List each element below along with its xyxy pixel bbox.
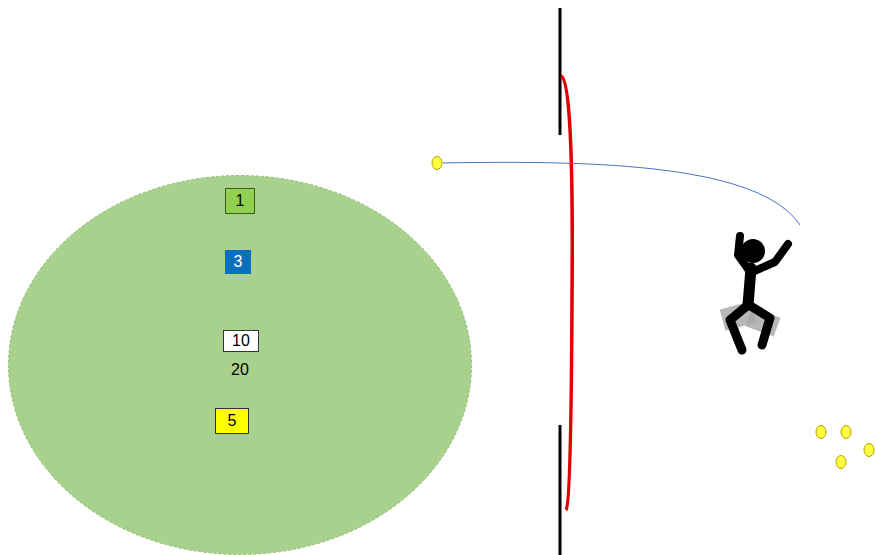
score-number: 10 — [223, 330, 259, 352]
outer-ring: 20 10 5 3 1 — [8, 175, 472, 555]
score-number: 3 — [225, 250, 252, 274]
throw-path — [443, 162, 800, 225]
wall-line — [559, 425, 562, 555]
ball-pile — [816, 426, 874, 469]
score-number: 5 — [215, 408, 250, 434]
thrower-figure — [720, 236, 788, 350]
score-label-holder: 10 — [223, 330, 259, 352]
score-number: 20 — [229, 360, 251, 380]
net-curve — [561, 76, 572, 510]
ball — [432, 157, 442, 170]
wall-line — [559, 8, 562, 135]
score-label-holder: 20 — [229, 360, 251, 380]
outer-ring-outline — [9, 176, 472, 555]
score-label-holder: 3 — [225, 250, 252, 274]
score-label-holder: 5 — [215, 408, 250, 434]
score-number: 1 — [225, 188, 256, 214]
score-label-holder: 1 — [225, 188, 256, 214]
